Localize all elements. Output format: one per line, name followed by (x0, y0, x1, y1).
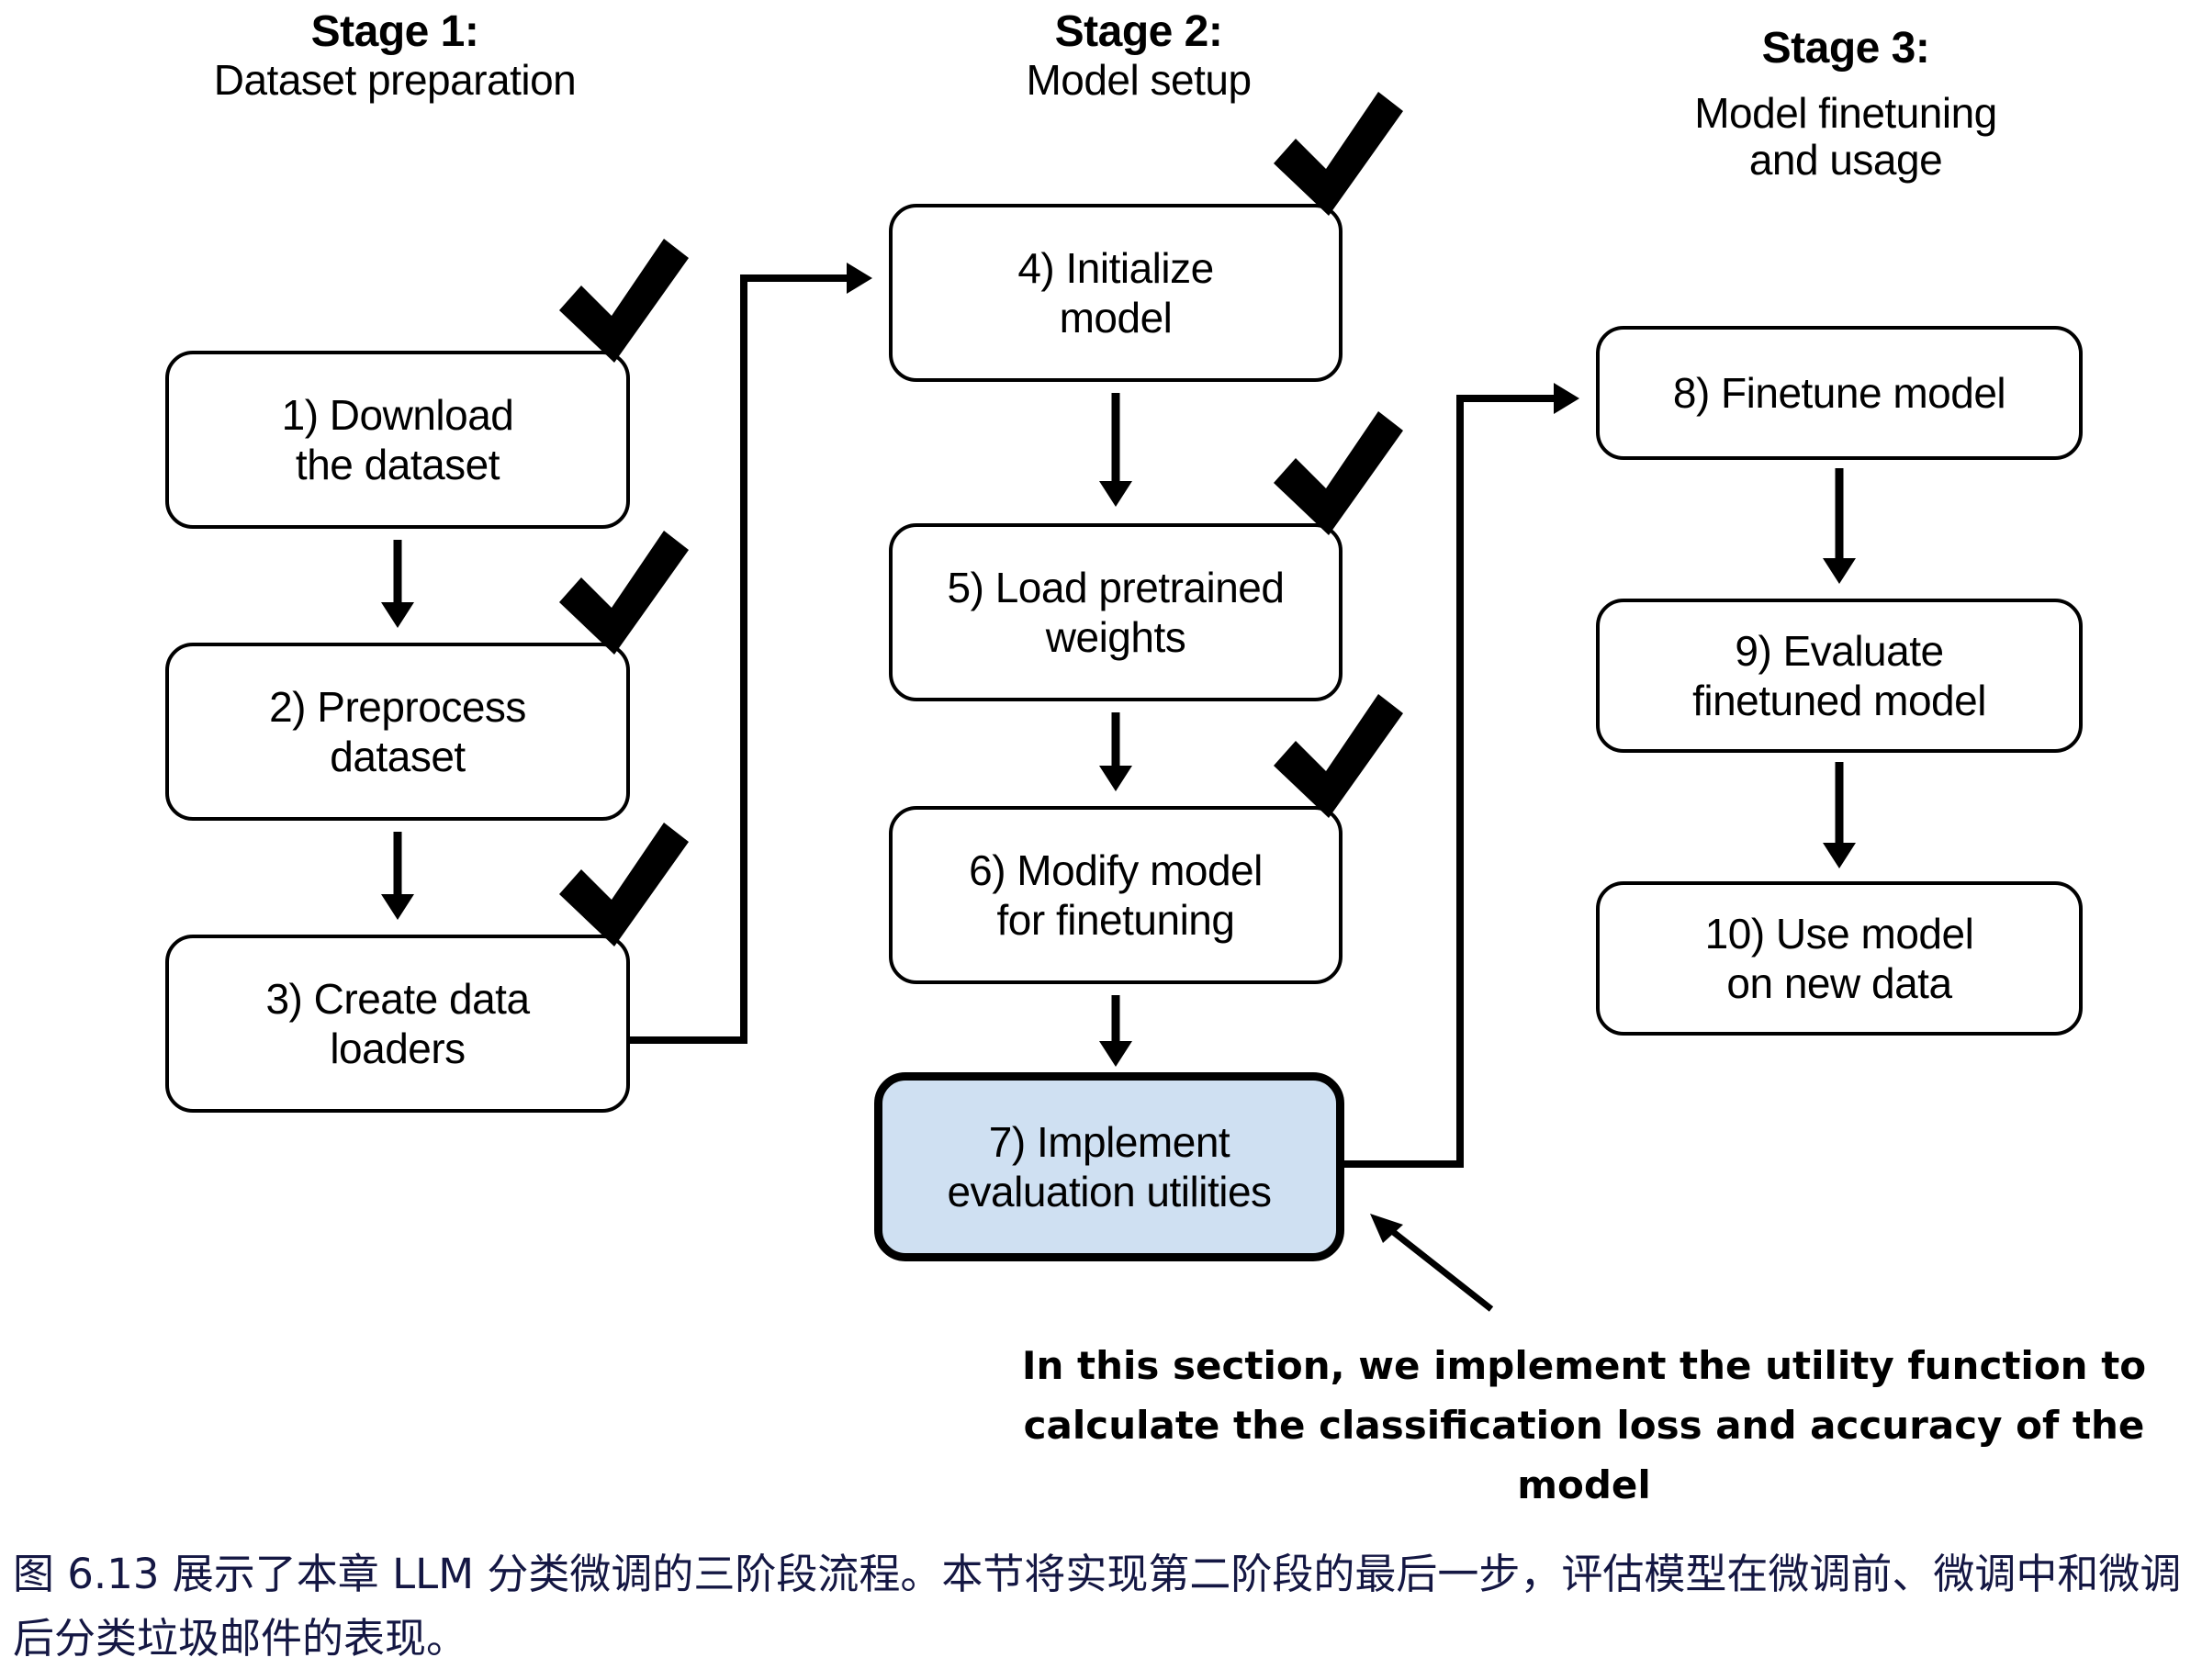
node-finetune-model[interactable]: 8) Finetune model (1596, 326, 2083, 460)
check-icon-node-3 (551, 809, 689, 946)
check-icon-node-2 (551, 517, 689, 655)
check-icon-node-5 (1265, 398, 1403, 535)
stage-3-title: Stage 3: (1761, 23, 1930, 73)
node-label: 9) Evaluate finetuned model (1692, 626, 1986, 724)
node-preprocess-dataset[interactable]: 2) Preprocess dataset (165, 643, 630, 821)
node-use-model-on-new-data[interactable]: 10) Use model on new data (1596, 881, 2083, 1036)
stage-1-title: Stage 1: (310, 7, 479, 56)
node-evaluate-finetuned-model[interactable]: 9) Evaluate finetuned model (1596, 599, 2083, 753)
callout-annotation-text: In this section, we implement the utilit… (1021, 1343, 2147, 1508)
stage-heading-3: Stage 3: Model finetuning and usage (1524, 7, 2167, 201)
stage-3-subtitle: Model finetuning and usage (1694, 88, 1997, 185)
node-label: 10) Use model on new data (1704, 909, 1974, 1007)
node-implement-evaluation-utilities[interactable]: 7) Implement evaluation utilities (874, 1072, 1344, 1261)
node-label: 8) Finetune model (1672, 368, 2006, 417)
node-load-pretrained-weights[interactable]: 5) Load pretrained weights (889, 523, 1343, 701)
node-initialize-model[interactable]: 4) Initialize model (889, 204, 1343, 382)
stage-heading-1: Stage 1: Dataset preparation (55, 7, 735, 104)
check-icon-node-1 (551, 225, 689, 363)
stage-2-title: Stage 2: (1054, 7, 1223, 56)
check-icon-node-6 (1265, 680, 1403, 818)
stage-1-subtitle: Dataset preparation (213, 55, 577, 104)
node-label: 4) Initialize model (1017, 243, 1214, 342)
check-icon-node-4 (1265, 78, 1403, 216)
stage-2-subtitle: Model setup (1026, 55, 1252, 104)
node-label: 1) Download the dataset (281, 390, 514, 488)
node-label: 3) Create data loaders (265, 974, 530, 1072)
node-download-the-dataset[interactable]: 1) Download the dataset (165, 351, 630, 529)
figure-caption: 图 6.13 展示了本章 LLM 分类微调的三阶段流程。本节将实现第二阶段的最后… (13, 1550, 2182, 1663)
node-label: 2) Preprocess dataset (269, 682, 526, 780)
callout-pointer-arrow (1363, 1206, 1500, 1316)
node-modify-model-for-finetuning[interactable]: 6) Modify model for finetuning (889, 806, 1343, 984)
node-create-data-loaders[interactable]: 3) Create data loaders (165, 935, 630, 1113)
node-label: 6) Modify model for finetuning (969, 846, 1263, 944)
stage-heading-2: Stage 2: Model setup (799, 7, 1478, 104)
node-label: 7) Implement evaluation utilities (947, 1117, 1272, 1215)
node-label: 5) Load pretrained weights (947, 563, 1285, 661)
